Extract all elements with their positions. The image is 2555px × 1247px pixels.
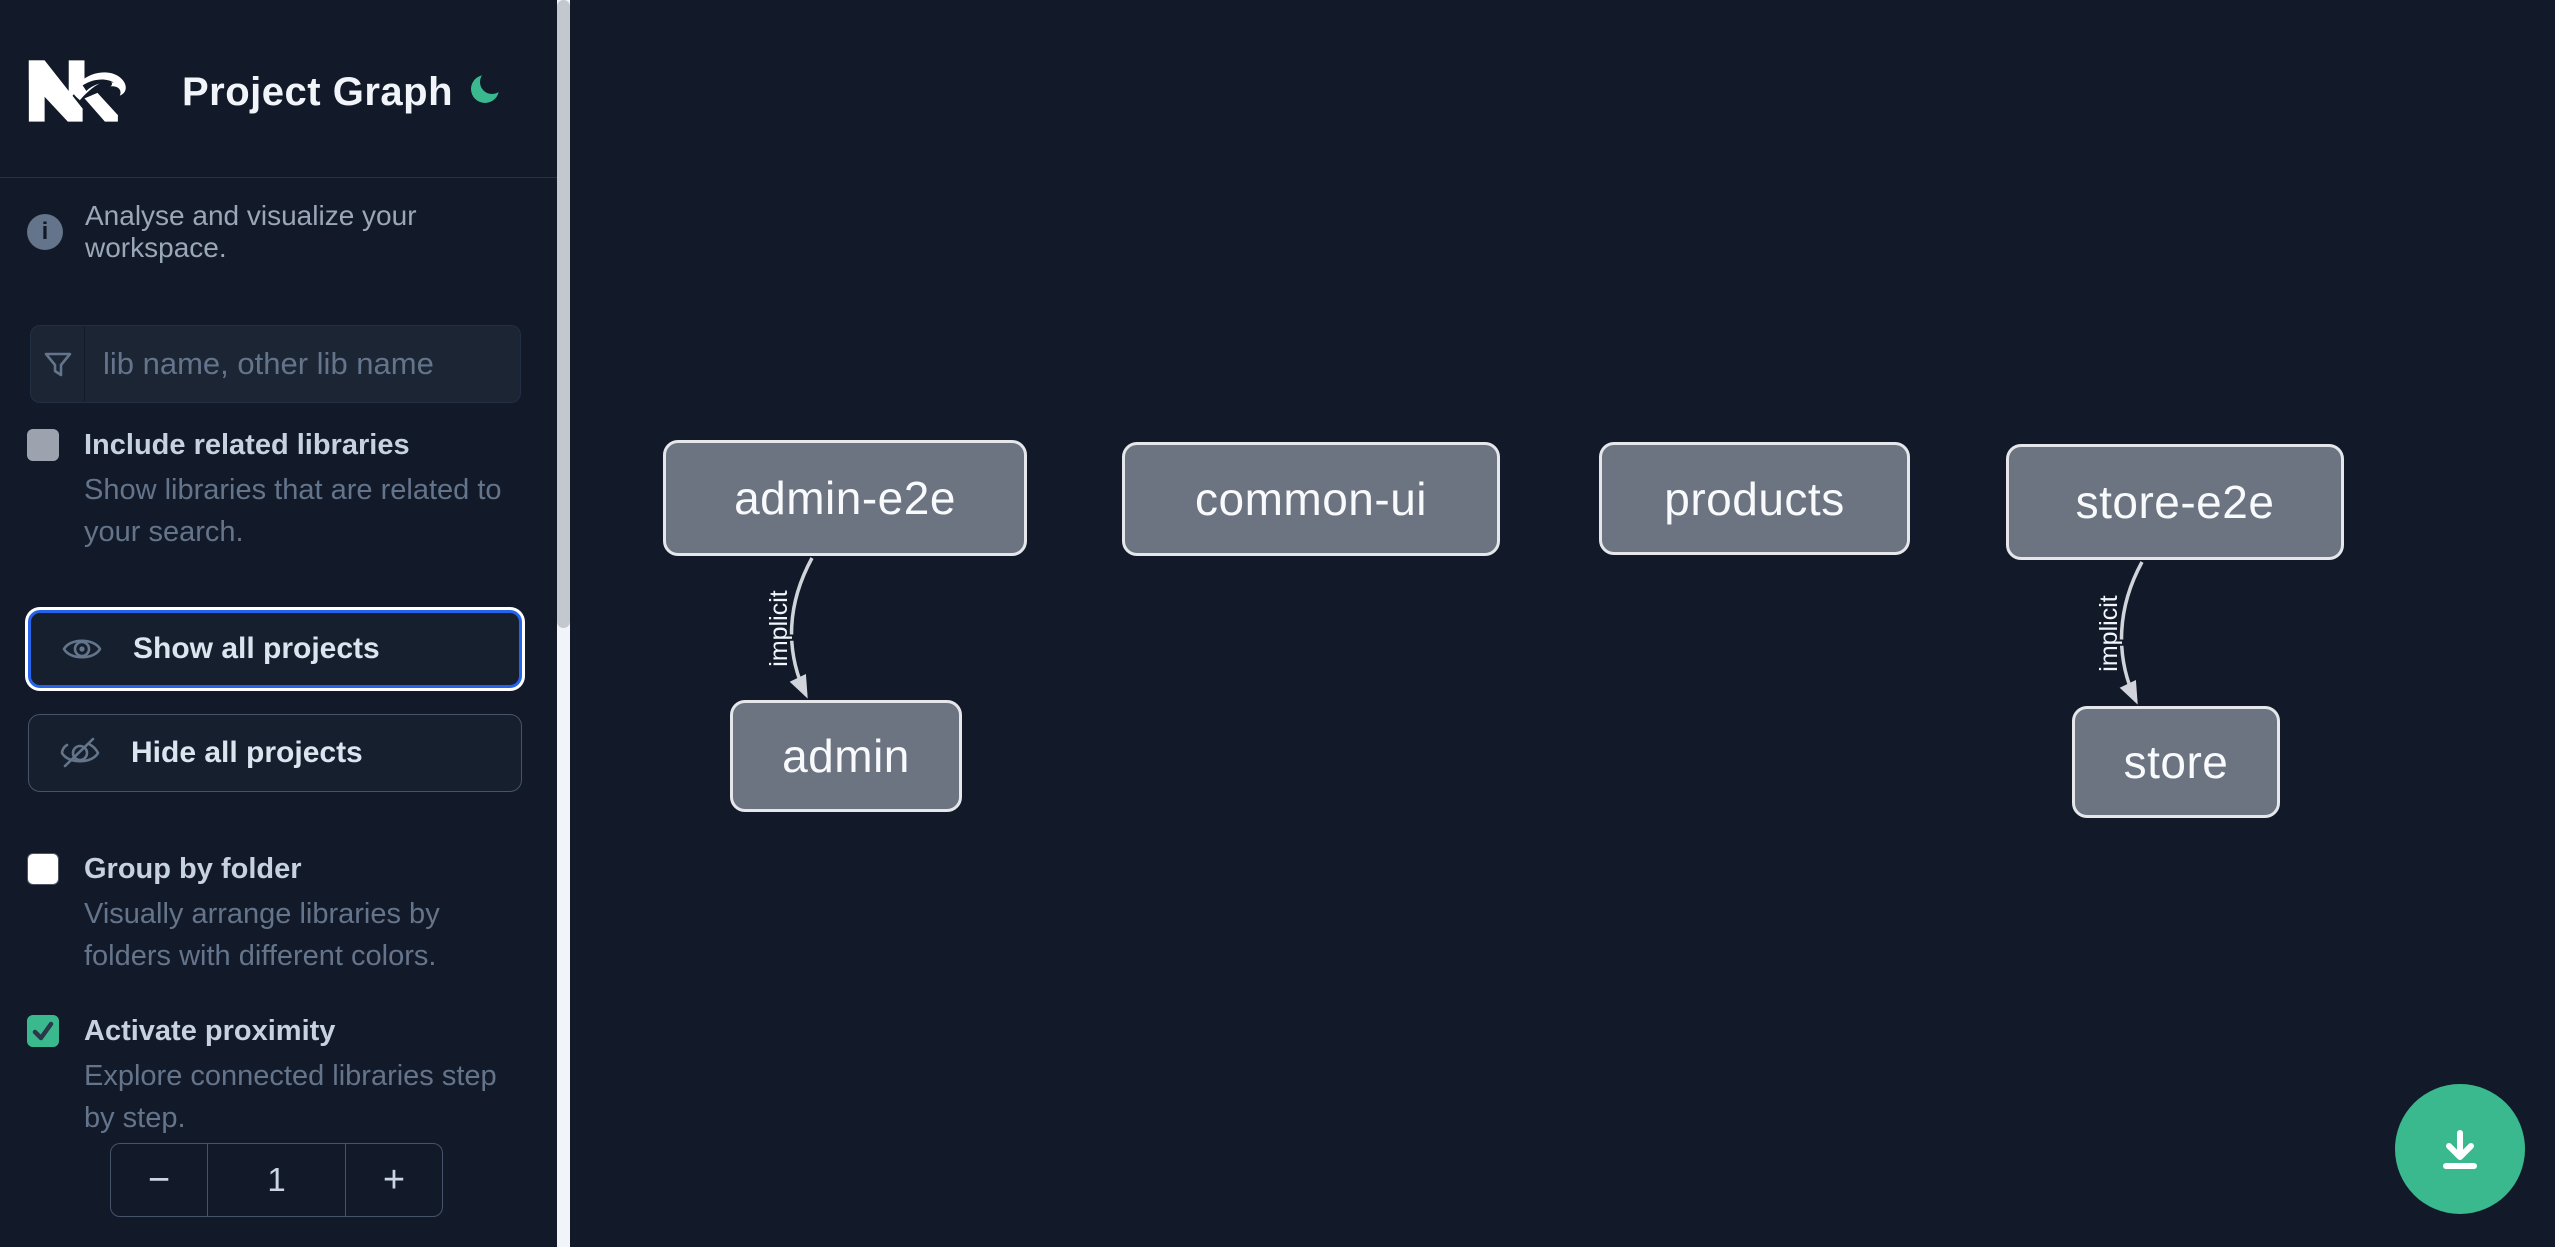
hide-all-projects-button[interactable]: Hide all projects	[28, 714, 522, 792]
filter-iconcell	[31, 326, 85, 402]
show-all-projects-button[interactable]: Show all projects	[28, 610, 522, 688]
sidebar: Project Graph i Analyse and visualize yo…	[0, 0, 557, 1247]
include-related-checkbox[interactable]	[27, 429, 59, 461]
search-input[interactable]	[85, 326, 520, 402]
funnel-icon	[44, 352, 71, 377]
graph-node-products[interactable]: products	[1599, 442, 1910, 555]
group-by-folder-row: Group by folder Visually arrange librari…	[27, 853, 532, 977]
include-related-label[interactable]: Include related libraries	[84, 429, 410, 461]
graph-node-store-e2e[interactable]: store-e2e	[2006, 444, 2344, 560]
nx-logo-icon	[28, 60, 126, 122]
group-by-folder-label[interactable]: Group by folder	[84, 853, 302, 885]
show-all-projects-label: Show all projects	[133, 632, 380, 665]
info-text: Analyse and visualize your workspace.	[85, 200, 417, 263]
proximity-value: 1	[267, 1161, 286, 1198]
group-by-folder-description: Visually arrange libraries by folders wi…	[84, 898, 440, 972]
graph-node-admin[interactable]: admin	[730, 700, 962, 812]
eye-off-icon	[60, 737, 100, 768]
sidebar-scrollbar-thumb[interactable]	[557, 0, 570, 628]
activate-proximity-checkbox[interactable]	[27, 1015, 59, 1047]
download-graph-button[interactable]	[2395, 1084, 2525, 1214]
checkmark-icon	[32, 1021, 54, 1041]
page-title: Project Graph	[182, 70, 454, 114]
group-by-folder-checkbox[interactable]	[27, 853, 59, 885]
sidebar-scrollbar-track[interactable]	[557, 0, 570, 1247]
include-related-description: Show libraries that are related to your …	[84, 474, 502, 548]
graph-node-admin-e2e[interactable]: admin-e2e	[663, 440, 1027, 556]
proximity-increment-button[interactable]: +	[345, 1144, 442, 1216]
eye-icon	[62, 639, 102, 659]
moon-icon	[471, 70, 504, 103]
project-graph-canvas[interactable]	[570, 0, 2555, 1247]
proximity-decrement-button[interactable]: −	[111, 1144, 208, 1216]
project-filter	[30, 325, 521, 403]
sidebar-header: Project Graph	[0, 0, 557, 178]
info-icon: i	[27, 214, 63, 250]
download-icon	[2443, 1130, 2477, 1169]
graph-node-store[interactable]: store	[2072, 706, 2280, 818]
activate-proximity-description: Explore connected libraries step by step…	[84, 1060, 497, 1134]
graph-node-common-ui[interactable]: common-ui	[1122, 442, 1500, 556]
activate-proximity-row: Activate proximity Explore connected lib…	[27, 1015, 532, 1139]
workspace-info: i Analyse and visualize your workspace.	[27, 200, 527, 264]
dark-mode-toggle[interactable]	[468, 70, 504, 106]
proximity-stepper: − 1 +	[110, 1143, 443, 1217]
hide-all-projects-label: Hide all projects	[131, 736, 363, 769]
activate-proximity-label[interactable]: Activate proximity	[84, 1015, 336, 1047]
include-related-row: Include related libraries Show libraries…	[27, 429, 532, 553]
